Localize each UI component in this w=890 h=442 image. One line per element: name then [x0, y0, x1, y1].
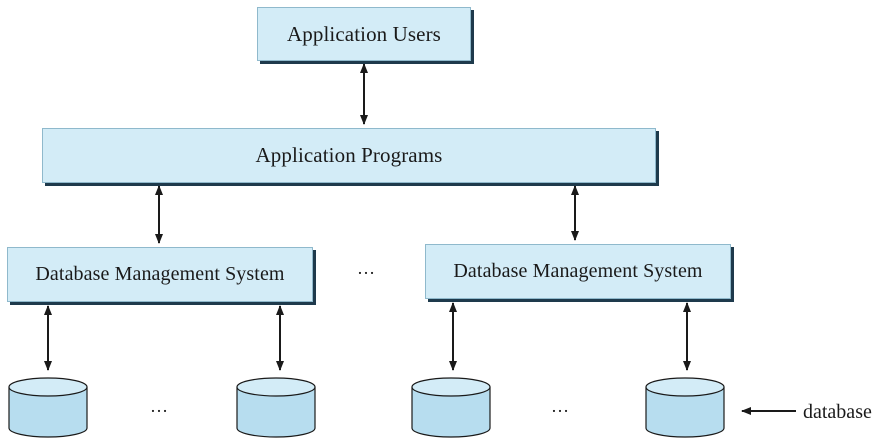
application-users-label: Application Users	[287, 21, 441, 46]
dbms-right-label: Database Management System	[453, 260, 703, 282]
application-users-box: Application Users	[257, 7, 471, 61]
application-programs-box: Application Programs	[42, 128, 656, 183]
dbms-box-left: Database Management System	[7, 247, 313, 302]
database-cylinder-3	[411, 377, 491, 438]
dbms-box-right: Database Management System	[425, 244, 731, 299]
dbms-left-label: Database Management System	[35, 263, 285, 285]
database-label: database	[803, 401, 872, 423]
application-programs-label: Application Programs	[255, 143, 443, 167]
ellipsis-between-databases-right: …	[551, 396, 571, 416]
ellipsis-between-databases-left: …	[150, 396, 170, 416]
database-cylinder-4	[645, 377, 725, 438]
ellipsis-between-dbms: …	[357, 258, 377, 278]
database-cylinder-1	[8, 377, 88, 438]
database-cylinder-2	[236, 377, 316, 438]
